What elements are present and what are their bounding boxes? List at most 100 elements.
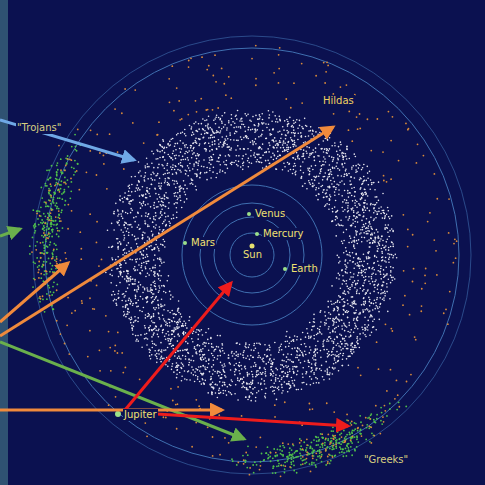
asteroid-dot — [365, 292, 367, 294]
asteroid-dot — [333, 321, 335, 323]
asteroid-dot — [212, 144, 214, 146]
asteroid-dot — [138, 228, 140, 230]
asteroid-dot — [279, 140, 281, 142]
asteroid-dot — [362, 229, 364, 231]
asteroid-dot — [286, 376, 288, 378]
asteroid-dot — [329, 336, 331, 338]
asteroid-dot — [357, 316, 359, 318]
asteroid-dot — [336, 211, 338, 213]
asteroid-dot — [378, 319, 380, 321]
asteroid-dot — [277, 121, 279, 123]
asteroid-dot — [362, 216, 364, 218]
asteroid-dot — [160, 217, 162, 219]
asteroid-dot — [145, 337, 147, 339]
asteroid-dot — [353, 165, 355, 167]
asteroid-dot — [383, 281, 385, 283]
asteroid-dot — [336, 255, 338, 257]
asteroid-dot — [208, 142, 210, 144]
asteroid-dot — [382, 259, 384, 261]
asteroid-dot — [147, 291, 149, 293]
asteroid-dot — [162, 330, 164, 332]
asteroid-dot — [151, 347, 153, 349]
asteroid-dot — [357, 336, 359, 338]
asteroid-dot — [154, 219, 156, 221]
asteroid-dot — [354, 177, 356, 179]
asteroid-dot — [219, 169, 221, 171]
asteroid-dot — [313, 135, 315, 137]
asteroid-dot — [151, 354, 153, 356]
asteroid-dot — [194, 142, 196, 144]
asteroid-dot — [369, 299, 371, 301]
asteroid-dot — [330, 132, 332, 134]
asteroid-dot — [202, 374, 204, 376]
asteroid-dot — [206, 132, 208, 134]
asteroid-dot — [209, 384, 211, 386]
asteroid-dot — [192, 153, 194, 155]
asteroid-dot — [277, 378, 279, 380]
asteroid-dot — [203, 354, 205, 356]
asteroid-dot — [358, 293, 360, 295]
asteroid-dot — [135, 320, 137, 322]
asteroid-dot — [341, 269, 343, 271]
asteroid-dot — [326, 196, 328, 198]
asteroid-dot — [292, 382, 294, 384]
asteroid-dot — [339, 274, 341, 276]
asteroid-dot — [154, 254, 156, 256]
asteroid-dot — [343, 314, 345, 316]
asteroid-dot — [384, 260, 386, 262]
asteroid-dot — [240, 379, 242, 381]
asteroid-dot — [377, 250, 379, 252]
asteroid-dot — [240, 378, 242, 380]
asteroid-dot — [191, 338, 193, 340]
asteroid-dot — [229, 363, 231, 365]
asteroid-dot — [250, 400, 252, 402]
asteroid-dot — [162, 156, 164, 158]
asteroid-dot — [371, 274, 373, 276]
asteroid-dot — [363, 193, 365, 195]
asteroid-dot — [175, 202, 177, 204]
asteroid-dot — [365, 301, 367, 303]
asteroid-dot — [371, 228, 373, 230]
asteroid-dot — [283, 366, 285, 368]
asteroid-dot — [204, 148, 206, 150]
asteroid-dot — [152, 322, 154, 324]
asteroid-dot — [151, 340, 153, 342]
asteroid-dot — [374, 196, 376, 198]
asteroid-dot — [388, 216, 390, 218]
asteroid-dot — [184, 378, 186, 380]
asteroid-dot — [342, 355, 344, 357]
asteroid-dot — [347, 317, 349, 319]
asteroid-dot — [369, 223, 371, 225]
asteroid-dot — [318, 155, 320, 157]
asteroid-dot — [301, 156, 303, 158]
asteroid-dot — [151, 297, 153, 299]
asteroid-dot — [302, 161, 304, 163]
asteroid-dot — [198, 123, 200, 125]
asteroid-dot — [300, 362, 302, 364]
asteroid-dot — [281, 371, 283, 373]
asteroid-dot — [342, 157, 344, 159]
asteroid-dot — [267, 148, 269, 150]
asteroid-dot — [273, 147, 275, 149]
asteroid-dot — [367, 289, 369, 291]
asteroid-dot — [256, 342, 258, 344]
asteroid-dot — [209, 159, 211, 161]
asteroid-dot — [240, 136, 242, 138]
asteroid-dot — [125, 305, 127, 307]
asteroid-dot — [124, 252, 126, 254]
asteroid-dot — [223, 161, 225, 163]
asteroid-dot — [185, 358, 187, 360]
asteroid-dot — [370, 238, 372, 240]
asteroid-dot — [296, 374, 298, 376]
asteroid-dot — [306, 146, 308, 148]
asteroid-dot — [279, 155, 281, 157]
asteroid-dot — [158, 250, 160, 252]
asteroid-dot — [231, 394, 233, 396]
asteroid-dot — [376, 297, 378, 299]
asteroid-dot — [142, 257, 144, 259]
asteroid-dot — [235, 368, 237, 370]
asteroid-dot — [247, 375, 249, 377]
asteroid-dot — [299, 125, 301, 127]
asteroid-dot — [332, 220, 334, 222]
asteroid-dot — [334, 354, 336, 356]
